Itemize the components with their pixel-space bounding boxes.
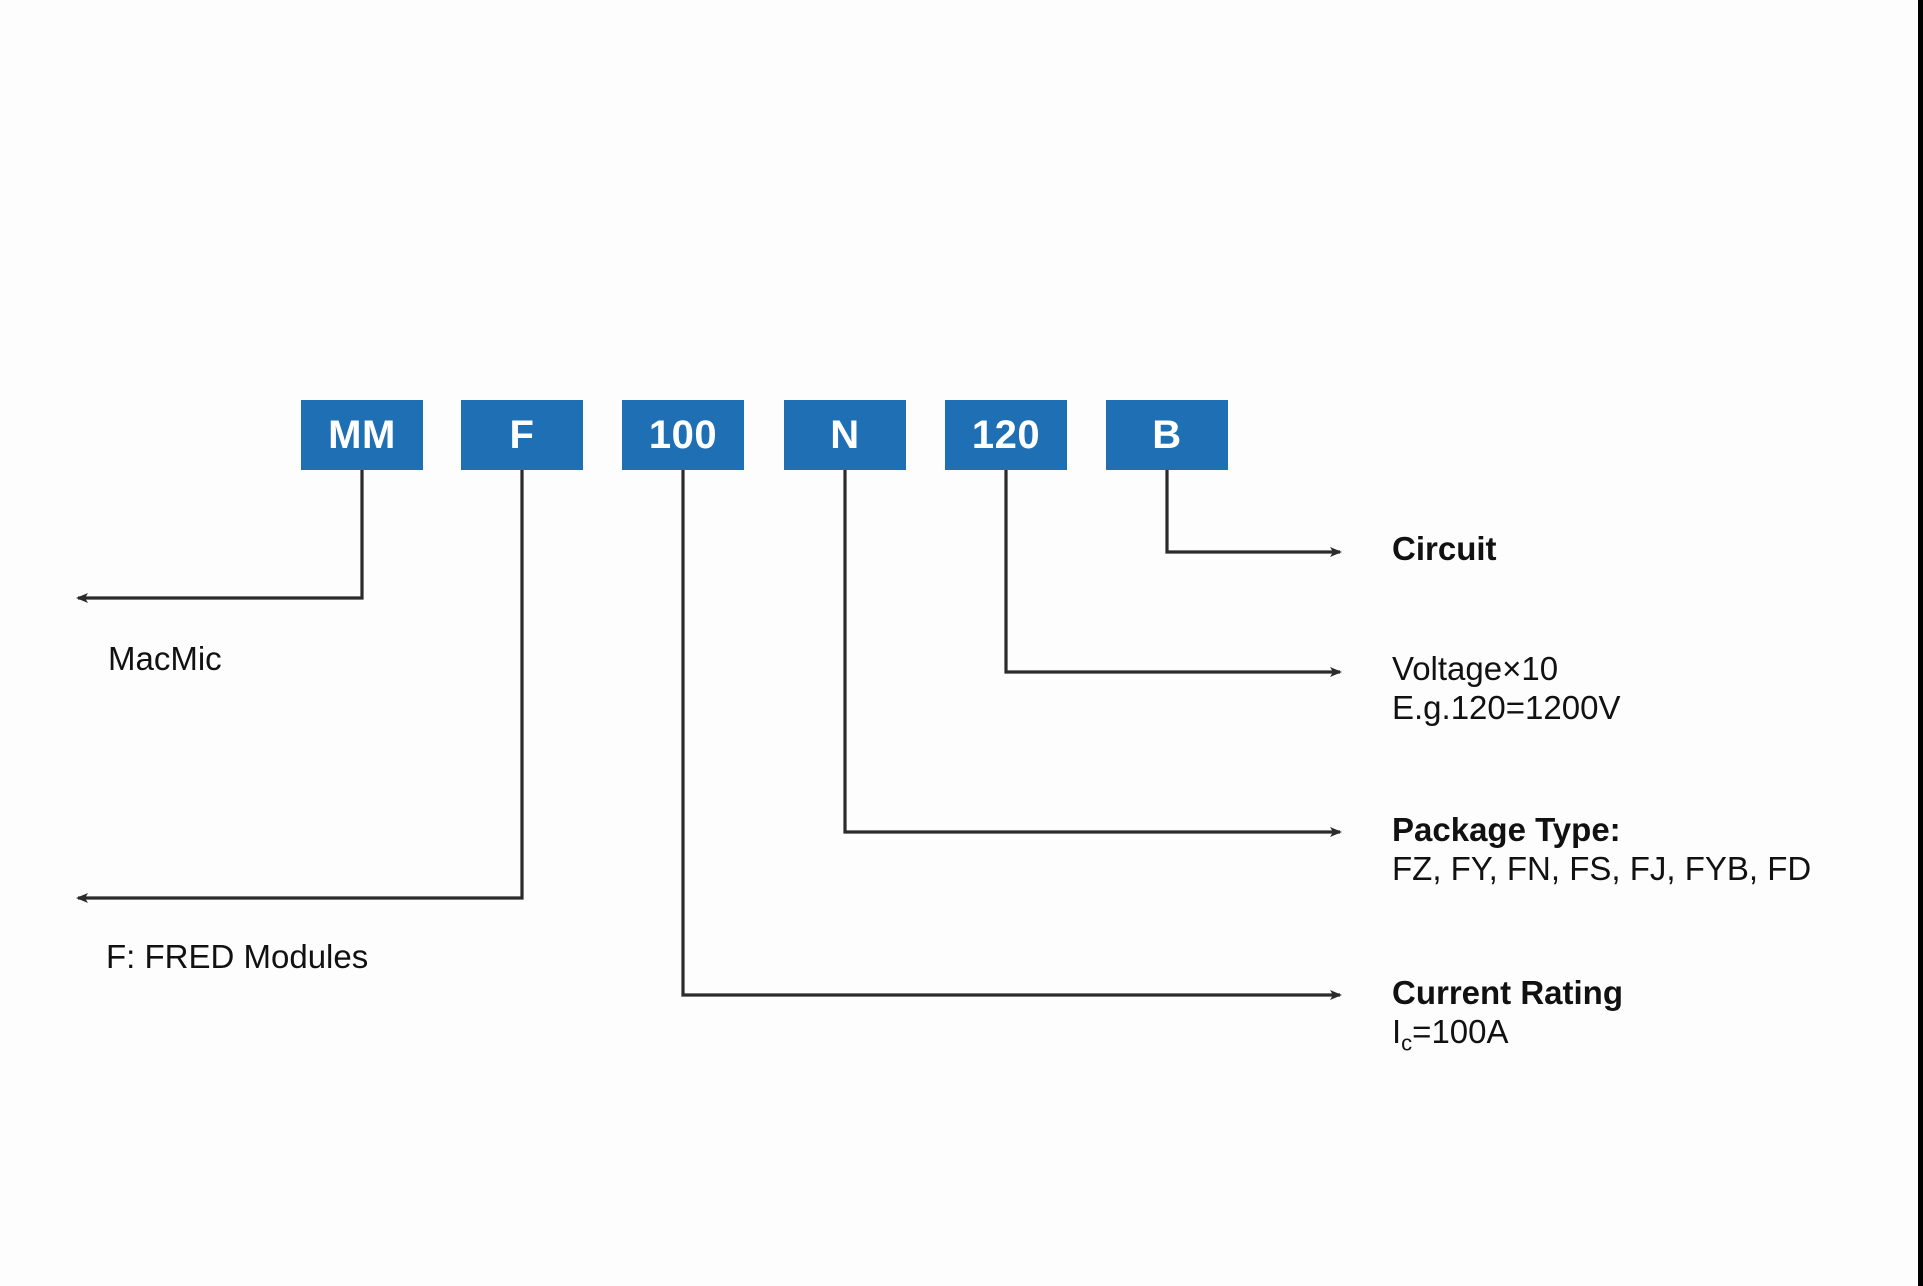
segment-label-mm: MM xyxy=(328,413,396,457)
connector-n xyxy=(843,470,1342,837)
current-value: =100A xyxy=(1412,1012,1509,1050)
current-symbol: I xyxy=(1392,1012,1402,1050)
annotation-voltage: Voltage×10 E.g.120=1200V xyxy=(1392,650,1620,728)
segment-box-120[interactable]: 120 xyxy=(945,400,1067,470)
segment-label-n: N xyxy=(830,413,860,457)
connector-b xyxy=(1165,470,1342,557)
annotation-circuit: Circuit xyxy=(1392,530,1497,569)
annotation-fred-modules: F: FRED Modules xyxy=(106,938,369,975)
connector-mm xyxy=(76,470,364,603)
annotation-current-rating-value: Ic=100A xyxy=(1392,1013,1623,1057)
annotation-voltage-example: E.g.120=1200V xyxy=(1392,688,1621,726)
segment-label-b: B xyxy=(1152,413,1182,457)
connector-100 xyxy=(681,470,1342,1000)
annotation-current-rating: Current Rating Ic=100A xyxy=(1392,974,1623,1056)
segment-box-n[interactable]: N xyxy=(784,400,906,470)
annotation-package-type-values: FZ, FY, FN, FS, FJ, FYB, FD xyxy=(1392,849,1812,887)
annotation-voltage-title: Voltage×10 xyxy=(1392,650,1559,687)
connector-120 xyxy=(1004,470,1342,677)
segment-label-100: 100 xyxy=(648,413,718,457)
annotation-package-type: Package Type: FZ, FY, FN, FS, FJ, FYB, F… xyxy=(1392,811,1811,889)
segment-box-100[interactable]: 100 xyxy=(622,400,744,470)
annotation-package-type-title: Package Type: xyxy=(1392,811,1621,848)
connector-f xyxy=(76,470,524,903)
segment-label-f: F xyxy=(509,413,535,457)
annotation-circuit-title: Circuit xyxy=(1392,530,1497,567)
annotation-current-rating-title: Current Rating xyxy=(1392,974,1623,1011)
current-subscript: c xyxy=(1401,1030,1413,1056)
right-border-strip xyxy=(1918,0,1923,1286)
segment-box-mm[interactable]: MM xyxy=(301,400,423,470)
segment-label-120: 120 xyxy=(971,413,1041,457)
segment-box-b[interactable]: B xyxy=(1106,400,1228,470)
segment-box-f[interactable]: F xyxy=(461,400,583,470)
annotation-macmic: MacMic xyxy=(108,640,222,677)
